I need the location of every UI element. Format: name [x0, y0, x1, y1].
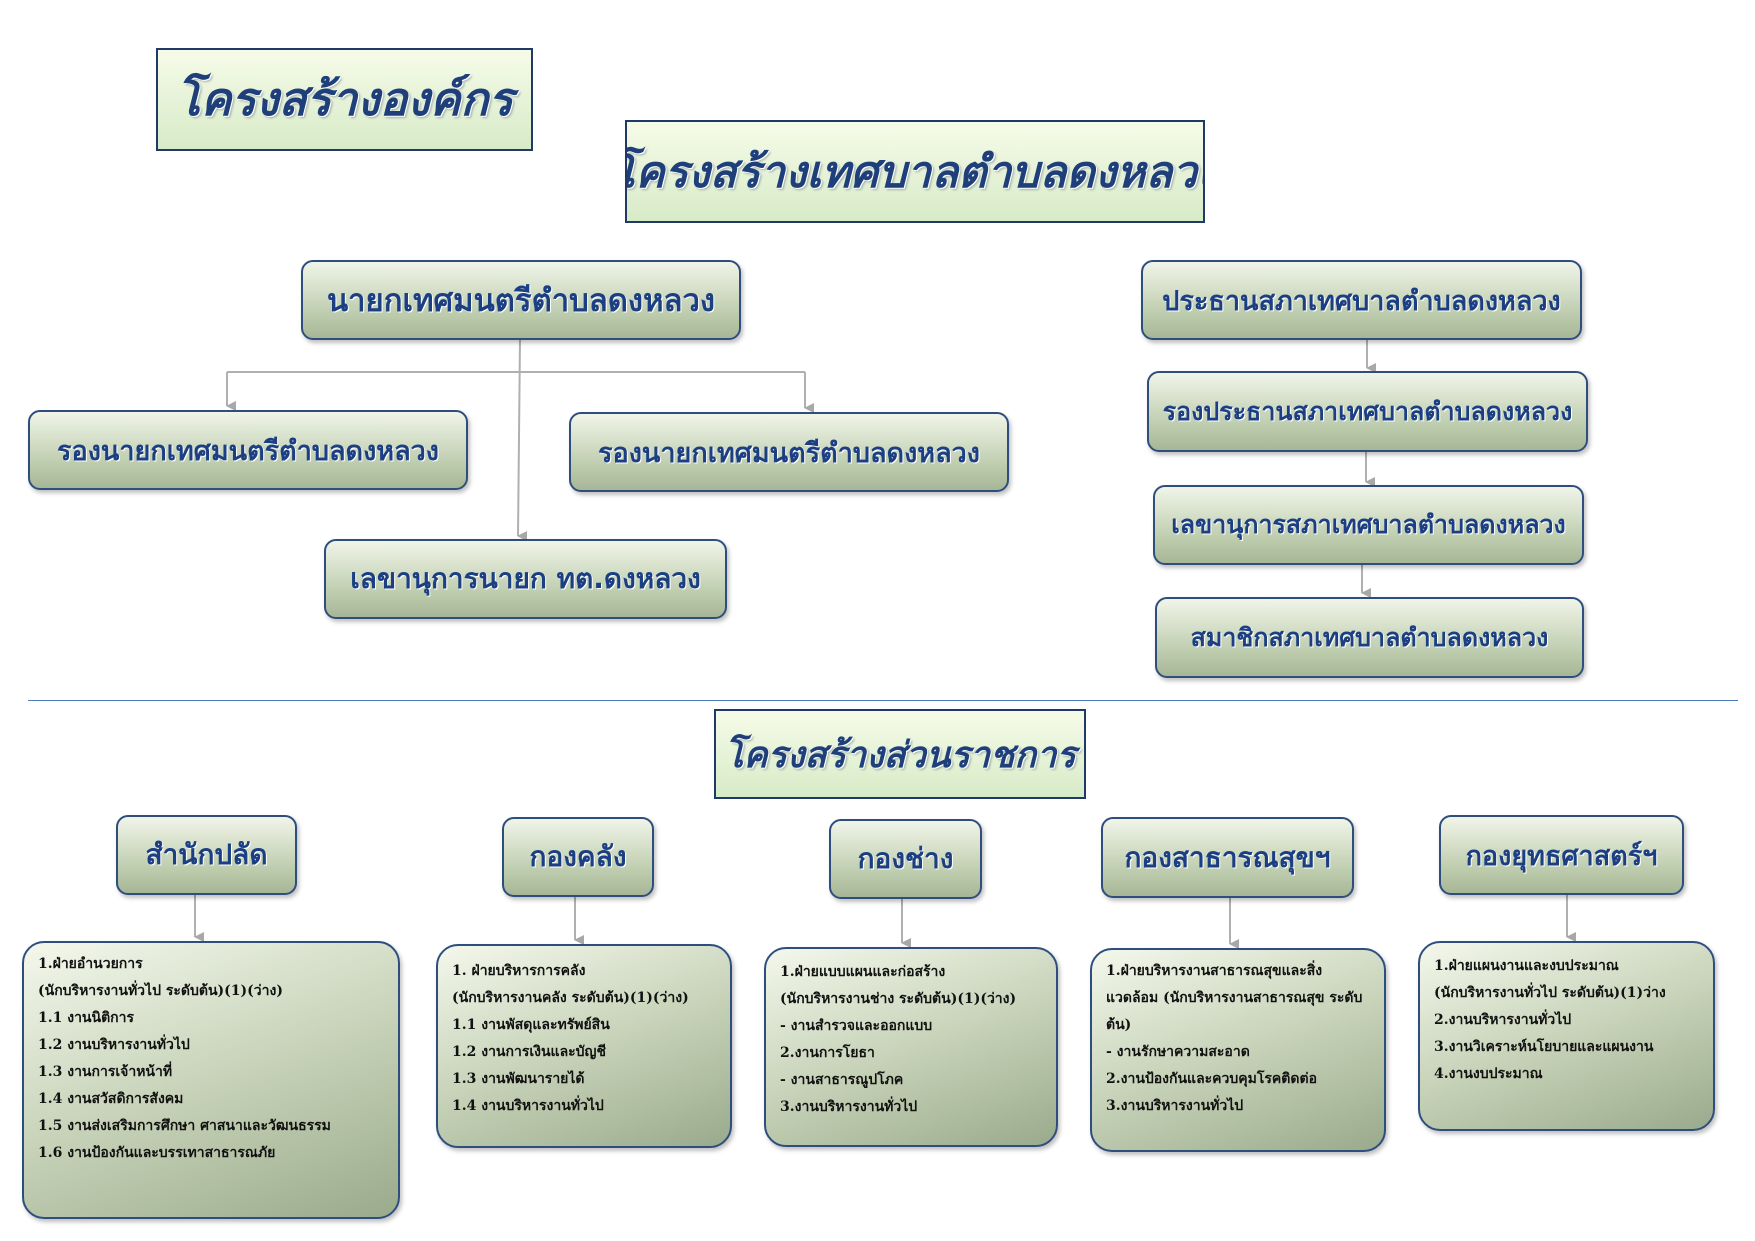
deputy-mayor-right-box: รองนายกเทศมนตรีตำบลดงหลวง [569, 412, 1009, 492]
detail-item: 1.ฝ่ายอำนวยการ [38, 956, 143, 972]
deputy-mayor-left-box: รองนายกเทศมนตรีตำบลดงหลวง [28, 410, 468, 490]
detail-item: - งานรักษาความสะอาด [1106, 1044, 1250, 1060]
section-divider [28, 700, 1738, 701]
org-structure-title: โครงสร้างองค์กร [156, 48, 533, 151]
detail-item: 1.1 งานนิติการ [38, 1010, 135, 1026]
municipality-structure-title: โครงสร้างเทศบาลตำบลดงหลวง [625, 120, 1205, 223]
detail-item: 2.งานการโยธา [780, 1045, 875, 1061]
division-header-engineering: กองช่าง [829, 819, 982, 899]
division-structure-title: โครงสร้างส่วนราชการ [714, 709, 1086, 799]
detail-item: 2.งานป้องกันและควบคุมโรคติดต่อ [1106, 1071, 1317, 1087]
detail-item: - งานสำรวจและออกแบบ [780, 1018, 933, 1034]
detail-item: 1.ฝ่ายแผนงานและงบประมาณ [1434, 958, 1619, 974]
detail-item: 3.งานวิเคราะห์นโยบายและแผนงาน [1434, 1039, 1654, 1055]
detail-item: 1.3 งานพัฒนารายได้ [452, 1071, 585, 1087]
council-members-box: สมาชิกสภาเทศบาลตำบลดงหลวง [1155, 597, 1584, 678]
detail-item: 1.ฝ่ายบริหารงานสาธารณสุขและสิ่งแวดล้อม (… [1106, 963, 1363, 1033]
detail-item: (นักบริหารงานคลัง ระดับต้น)(1)(ว่าง) [452, 990, 689, 1006]
detail-item: 1.1 งานพัสดุและทรัพย์สิน [452, 1017, 610, 1033]
detail-item: (นักบริหารงานช่าง ระดับต้น)(1)(ว่าง) [780, 991, 1017, 1007]
mayor-secretary-box: เลขานุการนายก ทต.ดงหลวง [324, 539, 727, 619]
connector-mayor-trunk [517, 337, 528, 542]
division-header-finance: กองคลัง [502, 817, 654, 897]
detail-item: 1.4 งานบริหารงานทั่วไป [452, 1098, 604, 1114]
detail-item: 1. ฝ่ายบริหารการคลัง [452, 963, 586, 979]
detail-item: 1.5 งานส่งเสริมการศึกษา ศาสนาและวัฒนธรรม [38, 1118, 331, 1134]
division-detail-engineering: 1.ฝ่ายแบบแผนและก่อสร้าง (นักบริหารงานช่า… [764, 947, 1058, 1147]
detail-item: 1.2 งานการเงินและบัญชี [452, 1044, 606, 1060]
council-vice-chairman-box: รองประธานสภาเทศบาลตำบลดงหลวง [1147, 371, 1588, 452]
division-header-public-health: กองสาธารณสุขฯ [1101, 817, 1354, 898]
division-detail-office-of-the-clerk: 1.ฝ่ายอำนวยการ (นักบริหารงานทั่วไป ระดับ… [22, 941, 400, 1219]
detail-item: - งานสาธารณูปโภค [780, 1072, 904, 1088]
division-detail-finance: 1. ฝ่ายบริหารการคลัง (นักบริหารงานคลัง ร… [436, 944, 732, 1148]
detail-item: 1.3 งานการเจ้าหน้าที่ [38, 1064, 173, 1080]
detail-item: 1.4 งานสวัสดิการสังคม [38, 1091, 184, 1107]
division-header-strategy: กองยุทธศาสตร์ฯ [1439, 815, 1684, 895]
detail-item: (นักบริหารงานทั่วไป ระดับต้น)(1)(ว่าง) [38, 983, 283, 999]
detail-item: 3.งานบริหารงานทั่วไป [1106, 1098, 1244, 1114]
detail-item: 2.งานบริหารงานทั่วไป [1434, 1012, 1572, 1028]
detail-item: (นักบริหารงานทั่วไป ระดับต้น)(1)ว่าง [1434, 985, 1666, 1001]
division-header-office-of-the-clerk: สำนักปลัด [116, 815, 297, 895]
division-detail-strategy: 1.ฝ่ายแผนงานและงบประมาณ (นักบริหารงานทั่… [1418, 941, 1715, 1131]
detail-item: 1.2 งานบริหารงานทั่วไป [38, 1037, 190, 1053]
council-chairman-box: ประธานสภาเทศบาลตำบลดงหลวง [1141, 260, 1582, 340]
detail-item: 4.งานงบประมาณ [1434, 1066, 1543, 1082]
division-detail-public-health: 1.ฝ่ายบริหารงานสาธารณสุขและสิ่งแวดล้อม (… [1090, 948, 1386, 1152]
council-secretary-box: เลขานุการสภาเทศบาลตำบลดงหลวง [1153, 485, 1584, 565]
detail-item: 1.ฝ่ายแบบแผนและก่อสร้าง [780, 964, 946, 980]
detail-item: 1.6 งานป้องกันและบรรเทาสาธารณภัย [38, 1145, 276, 1161]
mayor-box: นายกเทศมนตรีตำบลดงหลวง [301, 260, 741, 340]
detail-item: 3.งานบริหารงานทั่วไป [780, 1099, 918, 1115]
